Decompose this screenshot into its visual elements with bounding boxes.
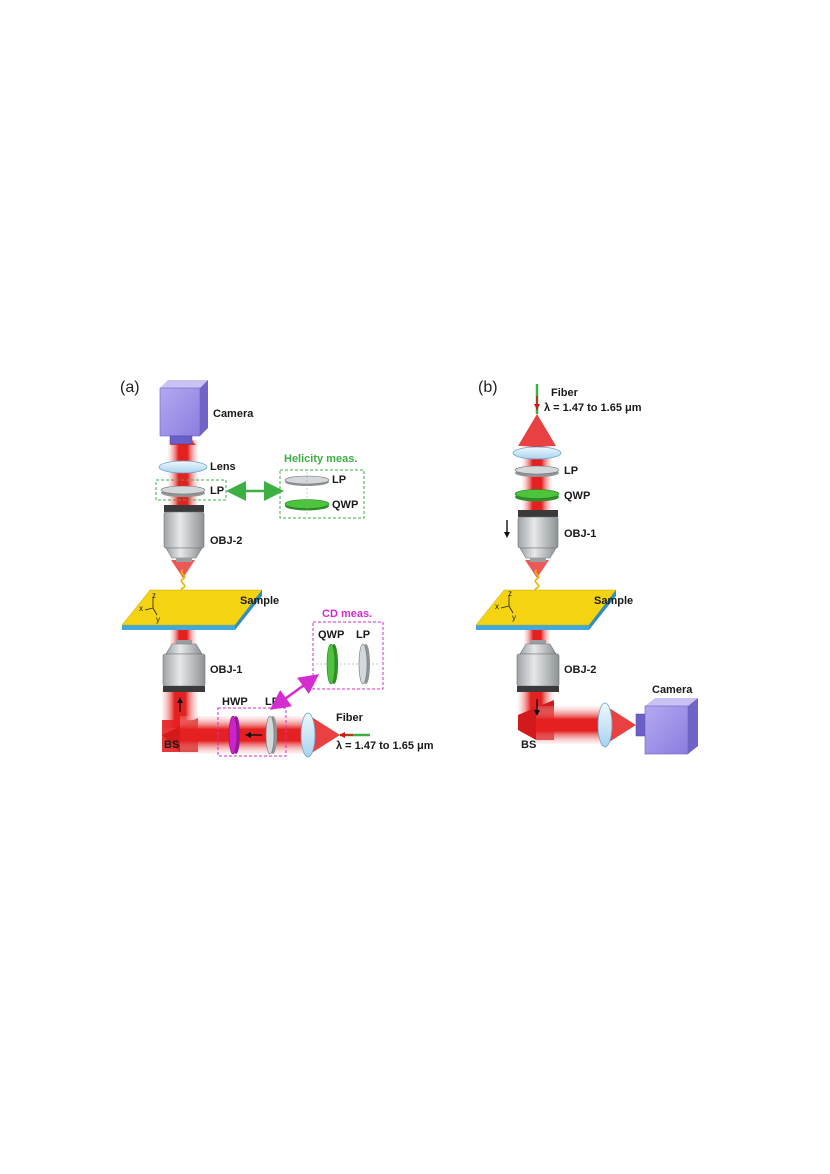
lp-a2-plate xyxy=(265,715,277,755)
lp-a2-label: LP xyxy=(265,696,279,708)
objective-a-top: OBJ-2 xyxy=(163,505,242,562)
panel-a: (a) Camera Lens LP xyxy=(120,379,434,758)
cd-box-qwp-label: QWP xyxy=(318,629,344,641)
lens-a xyxy=(158,460,208,474)
objective-a-bottom-label: OBJ-1 xyxy=(210,664,242,676)
beam-b-cone-mid xyxy=(525,560,549,578)
objective-b-top-label: OBJ-1 xyxy=(564,528,596,540)
fiber-b-label: Fiber xyxy=(551,387,579,399)
camera-a: Camera xyxy=(159,380,254,445)
axis-a-y: y xyxy=(156,615,160,624)
axis-a-z: z xyxy=(152,591,156,600)
axis-b-y: y xyxy=(512,613,516,622)
hwp-plate xyxy=(228,715,240,755)
panel-b-label: (b) xyxy=(478,379,498,396)
cd-box-lp-label: LP xyxy=(356,629,370,641)
beam-b-cone-camera xyxy=(606,706,636,744)
qwp-b-label: QWP xyxy=(564,490,590,502)
beam-b-cone-top xyxy=(518,414,556,446)
helicity-box-title: Helicity meas. xyxy=(284,453,357,465)
axis-a-x: x xyxy=(139,604,143,613)
camera-a-label: Camera xyxy=(213,408,254,420)
bs-a-label: BS xyxy=(164,739,179,751)
beam-a-cone-mid xyxy=(171,560,195,578)
sample-a-label: Sample xyxy=(240,595,279,607)
helicity-box-qwp-label: QWP xyxy=(332,499,358,511)
lens-b-camera xyxy=(597,702,613,748)
wavelength-b: λ = 1.47 to 1.65 μm xyxy=(544,402,642,414)
objective-b-bottom-label: OBJ-2 xyxy=(564,664,596,676)
camera-b-label: Camera xyxy=(652,684,693,696)
cd-swap-arrow xyxy=(269,674,320,710)
helicity-box-lp-label: LP xyxy=(332,474,346,486)
lp-b-label: LP xyxy=(564,465,578,477)
lens-a-fiber xyxy=(300,712,316,758)
bs-b-label: BS xyxy=(521,739,536,751)
sample-b-label: Sample xyxy=(594,595,633,607)
lens-a-label: Lens xyxy=(210,461,236,473)
cd-box: CD meas. QWP LP xyxy=(312,608,384,690)
hwp-label: HWP xyxy=(222,696,248,708)
lens-b xyxy=(512,446,562,460)
objective-a-top-label: OBJ-2 xyxy=(210,535,242,547)
qwp-b xyxy=(514,489,560,502)
panel-b: (b) Fiber λ = 1.47 to 1.65 μm LP QWP xyxy=(475,379,698,755)
objective-a-bottom: OBJ-1 xyxy=(162,640,242,692)
fiber-a-label: Fiber xyxy=(336,712,364,724)
axis-b-z: z xyxy=(508,589,512,598)
sample-b: Sample z x y xyxy=(475,589,633,630)
camera-b: Camera xyxy=(635,684,698,755)
axis-b-x: x xyxy=(495,602,499,611)
beam-b-horizontal xyxy=(536,706,606,744)
lp-a xyxy=(160,485,206,497)
sample-a: Sample z x y xyxy=(121,589,279,630)
panel-a-label: (a) xyxy=(120,379,140,396)
lp-b xyxy=(514,465,560,477)
cd-box-title: CD meas. xyxy=(322,608,372,620)
lp-a-label: LP xyxy=(210,485,224,497)
objective-b-bottom: OBJ-2 xyxy=(516,640,596,692)
wavelength-a: λ = 1.47 to 1.65 μm xyxy=(336,740,434,752)
helicity-box: Helicity meas. LP QWP xyxy=(279,453,365,519)
cd-select-box xyxy=(217,707,287,757)
objective-b-top: OBJ-1 xyxy=(517,510,596,562)
beam-a-cone-fiber xyxy=(310,716,340,754)
